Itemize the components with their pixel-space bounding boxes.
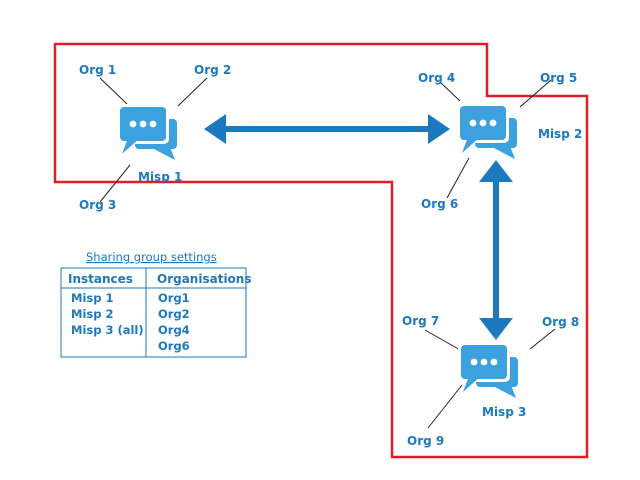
table-cell-organisation: Org6: [158, 339, 190, 353]
table-cell-instance: Misp 2: [71, 307, 113, 321]
table-cell-organisation: Org2: [158, 307, 190, 321]
misp3-org-label: Org 7: [402, 314, 439, 328]
table-cell-organisation: Org4: [158, 323, 190, 337]
misp3-chat-icon: [458, 342, 521, 398]
table-cell-instance: Misp 1: [71, 291, 113, 305]
misp3-org-label: Org 9: [407, 434, 444, 448]
misp1-org-label: Org 1: [79, 63, 116, 77]
table-header-instances: Instances: [68, 272, 133, 286]
misp3-org-label: Org 8: [542, 315, 579, 329]
misp3-node-label: Misp 3: [482, 405, 526, 419]
leader-lines: [99, 77, 556, 429]
table-cell-organisation: Org1: [158, 291, 190, 305]
misp2-chat-icon: [457, 103, 520, 159]
sharing-group-table: Sharing group settings Instances Organis…: [60, 250, 251, 358]
trust-boundary-outline: [53, 42, 589, 459]
misp1-node-label: Misp 1: [138, 170, 182, 184]
misp2-org-label: Org 6: [421, 197, 458, 211]
misp1-chat-icon: [117, 104, 180, 160]
sharing-table-title: Sharing group settings: [86, 250, 217, 264]
misp1-org-label: Org 3: [79, 198, 116, 212]
table-cell-instance: Misp 3 (all): [71, 323, 144, 337]
misp2-org-label: Org 4: [418, 71, 455, 85]
table-header-organisations: Organisations: [157, 272, 251, 286]
misp2-node-label: Misp 2: [538, 127, 582, 141]
link-misp1-misp2-arrow: [204, 114, 450, 144]
link-misp2-misp3-arrow: [479, 160, 513, 340]
misp1-org-label: Org 2: [194, 63, 231, 77]
misp2-org-label: Org 5: [540, 71, 577, 85]
